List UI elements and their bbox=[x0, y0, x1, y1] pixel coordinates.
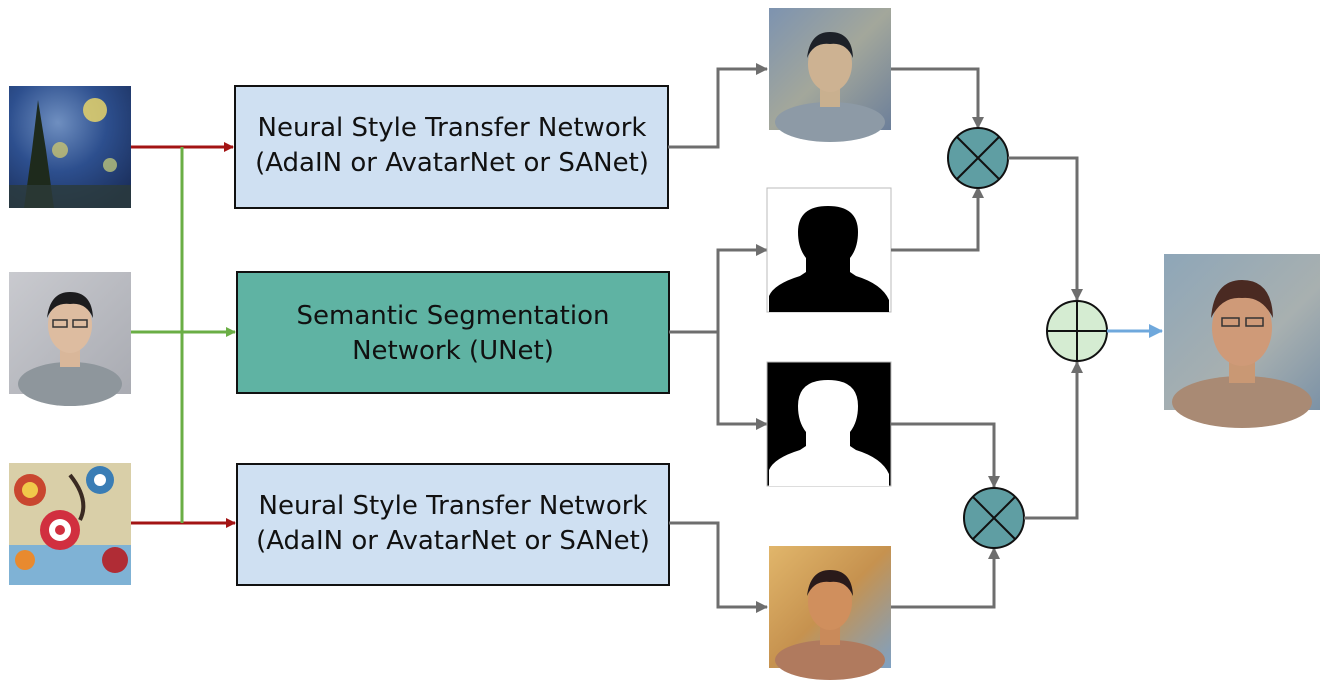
add-operator bbox=[1046, 300, 1108, 362]
stylized-image-top bbox=[769, 8, 891, 142]
final-output-image bbox=[1164, 254, 1320, 428]
segmentation-mask-person bbox=[766, 187, 892, 313]
stylized-image-bottom bbox=[769, 546, 891, 680]
segmentation-output-arrows bbox=[669, 244, 768, 430]
multiply-operator-bottom bbox=[963, 487, 1025, 549]
arrows-to-multiply-top bbox=[891, 67, 984, 252]
style-image-starry-night bbox=[9, 86, 131, 208]
style-transfer-top-line1: Neural Style Transfer Network bbox=[258, 113, 647, 143]
style-transfer-network-top: Neural Style Transfer Network (AdaIN or … bbox=[234, 85, 669, 209]
style-image-abstract-circles bbox=[9, 463, 131, 585]
content-image-face bbox=[9, 272, 131, 406]
style-transfer-bottom-line1: Neural Style Transfer Network bbox=[259, 491, 648, 521]
top-network-output-arrow bbox=[668, 63, 768, 149]
arrows-to-multiply-bottom bbox=[891, 422, 1000, 609]
segmentation-line2: Network (UNet) bbox=[352, 336, 554, 366]
segmentation-network: Semantic Segmentation Network (UNet) bbox=[236, 271, 670, 394]
multiply-operator-top bbox=[947, 127, 1009, 189]
operator-to-add-arrows bbox=[1008, 156, 1083, 520]
content-input-arrows bbox=[131, 147, 236, 523]
style-transfer-network-bottom: Neural Style Transfer Network (AdaIN or … bbox=[236, 463, 670, 586]
segmentation-mask-background bbox=[766, 361, 892, 487]
bottom-network-output-arrow bbox=[669, 521, 768, 613]
style-transfer-bottom-line2: (AdaIN or AvatarNet or SANet) bbox=[256, 526, 650, 556]
style-transfer-top-line2: (AdaIN or AvatarNet or SANet) bbox=[255, 148, 649, 178]
segmentation-line1: Semantic Segmentation bbox=[297, 301, 610, 331]
